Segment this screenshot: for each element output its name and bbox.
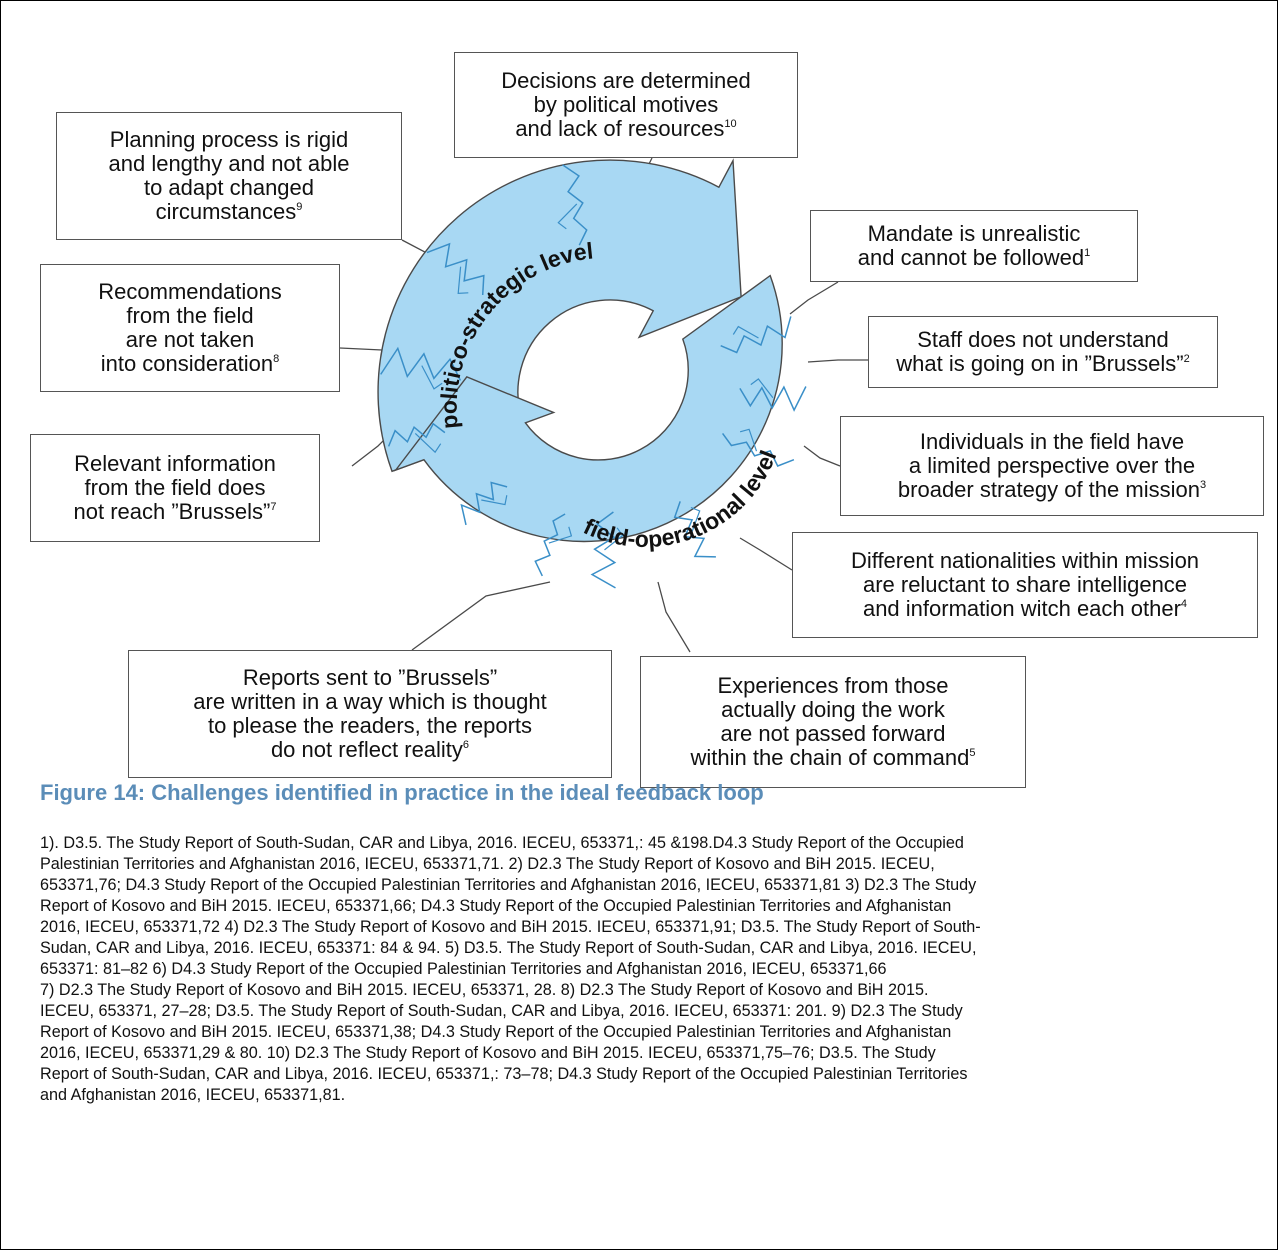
callout-line: are not passed forward xyxy=(720,721,946,746)
callout-line: Reports sent to ”Brussels” xyxy=(242,665,498,690)
reference-line: 7) D2.3 The Study Report of Kosovo and B… xyxy=(40,981,929,999)
callout-line: are written in a way which is thought xyxy=(193,689,547,714)
callout-line: by political motives xyxy=(533,92,719,117)
reference-line: and Afghanistan 2016, IECEU, 653371,81. xyxy=(40,1086,346,1104)
crack-branch xyxy=(750,378,774,399)
reference-line: 1). D3.5. The Study Report of South-Suda… xyxy=(40,834,964,852)
callout-individuals: Individuals in the field have a limited … xyxy=(840,416,1264,516)
footnote-marker: 7 xyxy=(270,501,277,513)
crack-branch xyxy=(421,365,443,390)
crack-branch xyxy=(690,506,701,534)
callout-line: within the chain of command5 xyxy=(690,745,976,770)
callout-mandate: Mandate is unrealistic and cannot be fol… xyxy=(810,210,1138,282)
callout-line: Recommendations xyxy=(98,279,282,304)
footnote-marker: 6 xyxy=(462,739,470,751)
callout-experiences: Experiences from those actually doing th… xyxy=(640,656,1026,788)
reference-line: 653371: 81–82 6) D4.3 Study Report of th… xyxy=(40,960,887,978)
callout-nationalities: Different nationalities within mission a… xyxy=(792,532,1258,638)
cycle-cracks xyxy=(380,164,807,589)
references-block: 1). D3.5. The Study Report of South-Suda… xyxy=(40,833,1270,1106)
reference-line: Sudan, CAR and Libya, 2016. IECEU, 65337… xyxy=(40,939,977,957)
feedback-loop-diagram: politico-strategic level field-operation… xyxy=(339,157,868,653)
crack-line xyxy=(562,164,588,246)
callout-line: not reach ”Brussels”7 xyxy=(73,499,277,524)
crack-line xyxy=(387,422,446,447)
callout-line: do not reflect reality6 xyxy=(270,737,470,762)
callout-line: to adapt changed xyxy=(143,175,315,200)
reference-line: Palestinian Territories and Afghanistan … xyxy=(40,855,935,873)
crack-branch xyxy=(739,428,758,452)
callout-line: are not taken xyxy=(125,327,255,352)
callout-decisions: Decisions are determined by political mo… xyxy=(454,52,798,158)
callout-line: and lack of resources10 xyxy=(515,116,737,141)
crack-branch xyxy=(481,495,508,506)
callout-line: Mandate is unrealistic xyxy=(867,221,1081,246)
callout-line: and cannot be followed1 xyxy=(857,245,1091,270)
callout-line: and information witch each other4 xyxy=(862,596,1188,621)
reference-line: Report of Kosovo and BiH 2015. IECEU, 65… xyxy=(40,1023,952,1041)
crack-line xyxy=(739,385,807,412)
reference-line: Report of South-Sudan, CAR and Libya, 20… xyxy=(40,1065,968,1083)
callout-staff: Staff does not understand what is going … xyxy=(868,316,1218,388)
callout-recommendations: Recommendations from the field are not t… xyxy=(40,264,340,392)
crack-line xyxy=(534,513,566,577)
crack-branch xyxy=(548,526,573,544)
callout-line: what is going on in ”Brussels”2 xyxy=(896,351,1190,376)
crack-branch xyxy=(557,203,578,230)
footnote-marker: 4 xyxy=(1180,598,1188,610)
reference-line: Report of Kosovo and BiH 2015. IECEU, 65… xyxy=(40,897,952,915)
callout-line: Staff does not understand xyxy=(917,327,1169,352)
callout-line: into consideration8 xyxy=(100,351,280,376)
footnote-marker: 1 xyxy=(1084,247,1091,259)
crack-line xyxy=(720,316,792,354)
reference-line: IECEU, 653371, 27–28; D3.5. The Study Re… xyxy=(40,1002,963,1020)
crack-line xyxy=(426,242,485,296)
crack-line xyxy=(590,511,617,589)
crack-line xyxy=(380,346,462,381)
callout-line: a limited perspective over the xyxy=(908,453,1196,478)
callout-line: Experiences from those xyxy=(717,673,949,698)
cycle-arrows xyxy=(377,158,783,543)
crack-branch xyxy=(732,325,759,339)
callout-line: Different nationalities within mission xyxy=(850,548,1200,573)
callout-line: are reluctant to share intelligence xyxy=(862,572,1188,597)
footnote-marker: 8 xyxy=(273,353,280,365)
crack-branch xyxy=(414,432,442,454)
crack-branch xyxy=(457,266,469,295)
callout-line: Individuals in the field have xyxy=(919,429,1185,454)
callout-line: Decisions are determined xyxy=(501,68,751,93)
crack-line xyxy=(721,432,795,467)
callout-relevant-information: Relevant information from the field does… xyxy=(30,434,320,542)
callout-line: and lengthy and not able xyxy=(108,151,350,176)
callout-line: Planning process is rigid xyxy=(109,127,349,152)
footnote-marker: 5 xyxy=(969,747,976,759)
callout-line: Relevant information xyxy=(74,451,276,476)
callout-line: from the field xyxy=(126,303,254,328)
lower-cycle-arrow xyxy=(393,274,783,543)
callout-reports: Reports sent to ”Brussels” are written i… xyxy=(128,650,612,778)
reference-line: 2016, IECEU, 653371,72 4) D2.3 The Study… xyxy=(40,918,981,936)
callout-planning: Planning process is rigid and lengthy an… xyxy=(56,112,402,240)
callout-line: circumstances9 xyxy=(155,199,303,224)
footnote-marker: 9 xyxy=(296,201,303,213)
callout-line: from the field does xyxy=(84,475,266,500)
callout-line: broader strategy of the mission3 xyxy=(897,477,1207,502)
crack-line xyxy=(673,501,716,558)
footnote-marker: 2 xyxy=(1183,353,1190,365)
callout-line: to please the readers, the reports xyxy=(207,713,533,738)
figure-caption: Figure 14: Challenges identified in prac… xyxy=(40,780,764,805)
footnote-marker: 3 xyxy=(1199,479,1207,491)
crack-branch xyxy=(604,527,624,551)
reference-line: 2016, IECEU, 653371,29 & 80. 10) D2.3 Th… xyxy=(40,1044,936,1062)
crack-line xyxy=(460,481,508,526)
callout-line: actually doing the work xyxy=(721,697,945,722)
footnote-marker: 10 xyxy=(724,118,737,130)
reference-line: 653371,76; D4.3 Study Report of the Occu… xyxy=(40,876,977,894)
